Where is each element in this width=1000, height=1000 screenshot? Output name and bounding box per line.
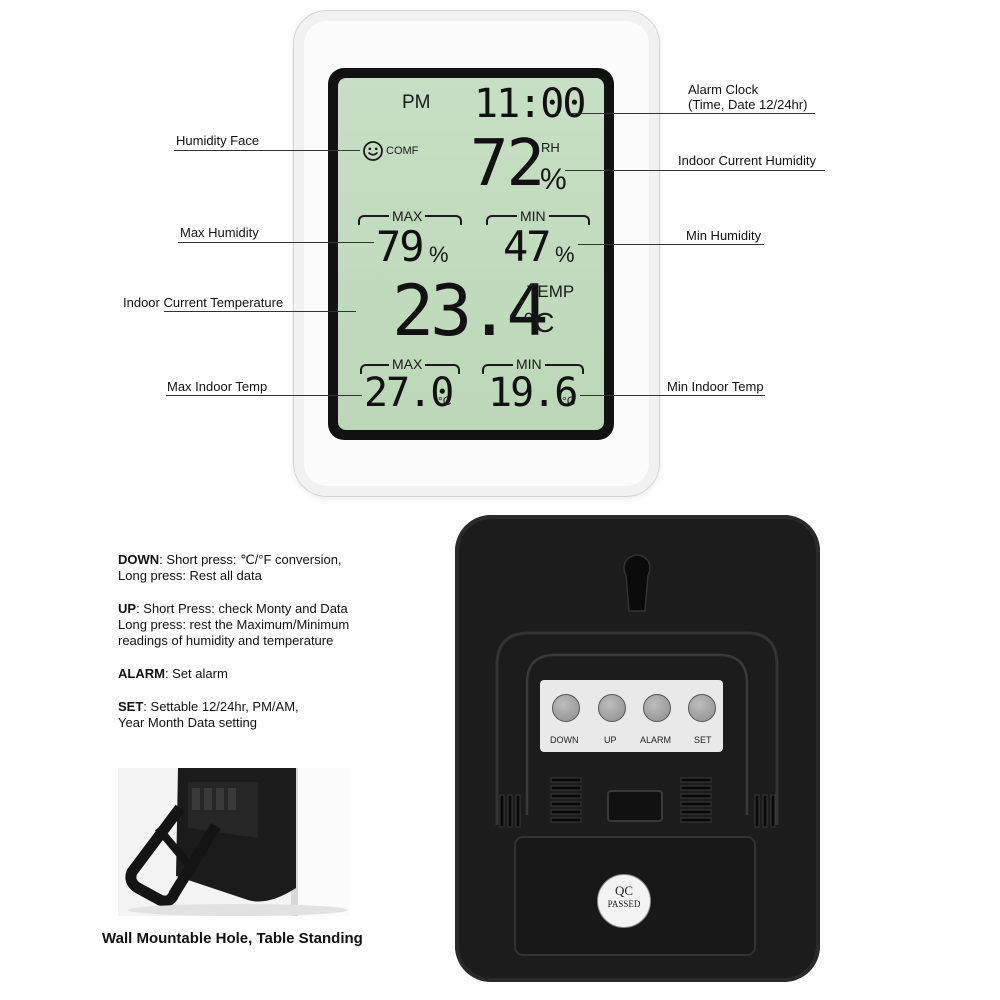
alarm-button[interactable] bbox=[643, 694, 671, 722]
instruction-alarm-text: : Set alarm bbox=[164, 666, 228, 681]
rh-label: RH bbox=[541, 140, 560, 155]
current-temperature-value: 23.4 bbox=[392, 270, 549, 352]
instruction-down-text2: Long press: Rest all data bbox=[118, 568, 262, 583]
comfort-label: COMF bbox=[386, 145, 419, 157]
set-button[interactable] bbox=[688, 694, 716, 722]
instruction-down-text1: : Short press: ℃/°F conversion, bbox=[159, 552, 342, 567]
instruction-up: UP: Short Press: check Monty and Data Lo… bbox=[118, 601, 388, 649]
instruction-alarm: ALARM: Set alarm bbox=[118, 666, 388, 682]
clock-time: 11:00 bbox=[474, 81, 586, 127]
passed-label: PASSED bbox=[607, 899, 641, 909]
up-button-label: UP bbox=[604, 735, 617, 745]
instruction-set: SET: Settable 12/24hr, PM/AM, Year Month… bbox=[118, 699, 388, 731]
qc-label: QC bbox=[614, 883, 634, 898]
min-humidity-label: MIN bbox=[517, 209, 549, 223]
lcd-screen bbox=[338, 78, 604, 430]
instruction-up-key: UP bbox=[118, 601, 137, 616]
callout-indoor-humidity: Indoor Current Humidity bbox=[678, 153, 816, 168]
alarm-button-label: ALARM bbox=[640, 735, 672, 745]
callout-min-indoor-temp: Min Indoor Temp bbox=[667, 379, 764, 394]
instruction-set-key: SET bbox=[118, 699, 144, 714]
table-stand-photo bbox=[118, 768, 350, 916]
callout-alarm-clock: Alarm Clock (Time, Date 12/24hr) bbox=[688, 82, 808, 113]
callout-max-humidity: Max Humidity bbox=[180, 225, 259, 240]
min-temp-celsius-unit: °C bbox=[562, 394, 576, 408]
callout-alarm-clock-line1: Alarm Clock bbox=[688, 82, 759, 97]
down-button[interactable] bbox=[552, 694, 580, 722]
up-button[interactable] bbox=[598, 694, 626, 722]
down-button-label: DOWN bbox=[550, 735, 579, 745]
callout-max-indoor-temp: Max Indoor Temp bbox=[167, 379, 268, 394]
instruction-alarm-key: ALARM bbox=[118, 666, 165, 681]
callout-indoor-temperature: Indoor Current Temperature bbox=[123, 295, 284, 310]
max-humidity-value: 79 bbox=[376, 222, 425, 271]
leader-line-min-indoor-temp bbox=[580, 395, 765, 396]
current-humidity-value: 72 bbox=[470, 127, 545, 201]
leader-line-alarm-clock bbox=[570, 113, 815, 114]
leader-line-max-humidity bbox=[178, 242, 374, 243]
smiley-face-icon bbox=[363, 141, 383, 161]
max-temp-celsius-unit: °C bbox=[438, 394, 452, 408]
back-button-panel: DOWN UP ALARM SET bbox=[540, 680, 723, 752]
button-instructions: DOWN: Short press: ℃/°F conversion, Long… bbox=[118, 552, 388, 748]
leader-line-max-indoor-temp bbox=[166, 395, 362, 396]
humidity-percent-sign: % bbox=[540, 163, 567, 196]
leader-line-indoor-temperature bbox=[164, 311, 356, 312]
instruction-set-text2: Year Month Data setting bbox=[118, 715, 257, 730]
table-stand-illustration bbox=[118, 768, 350, 916]
stand-caption: Wall Mountable Hole, Table Standing bbox=[102, 930, 363, 947]
max-humidity-label: MAX bbox=[389, 209, 426, 223]
max-temp-value: 27.0 bbox=[364, 370, 454, 416]
min-humidity-percent-sign: % bbox=[555, 242, 575, 267]
instruction-set-text1: : Settable 12/24hr, PM/AM, bbox=[143, 699, 299, 714]
leader-line-min-humidity bbox=[578, 244, 764, 245]
temp-label: TEMP bbox=[527, 282, 575, 301]
instruction-down: DOWN: Short press: ℃/°F conversion, Long… bbox=[118, 552, 388, 584]
instruction-up-text2: Long press: rest the Maximum/Minimum bbox=[118, 617, 350, 632]
leader-line-indoor-humidity bbox=[565, 170, 825, 171]
callout-alarm-clock-line2: (Time, Date 12/24hr) bbox=[688, 96, 808, 112]
min-humidity-value: 47 bbox=[503, 222, 552, 271]
set-button-label: SET bbox=[694, 735, 712, 745]
qc-passed-sticker: QC PASSED bbox=[597, 874, 651, 928]
min-temp-label: MIN bbox=[513, 357, 545, 371]
leader-line-humidity-face bbox=[174, 150, 360, 151]
temp-celsius-unit: °C bbox=[523, 307, 555, 338]
instruction-up-text1: : Short Press: check Monty and Data bbox=[136, 601, 348, 616]
min-temp-value: 19.6 bbox=[488, 370, 578, 416]
callout-min-humidity: Min Humidity bbox=[686, 228, 762, 243]
pm-indicator: PM bbox=[402, 92, 431, 113]
instruction-up-text3: readings of humidity and temperature bbox=[118, 633, 334, 648]
callout-humidity-face: Humidity Face bbox=[176, 133, 260, 148]
max-humidity-percent-sign: % bbox=[429, 242, 449, 267]
max-temp-label: MAX bbox=[389, 357, 426, 371]
instruction-down-key: DOWN bbox=[118, 552, 160, 567]
